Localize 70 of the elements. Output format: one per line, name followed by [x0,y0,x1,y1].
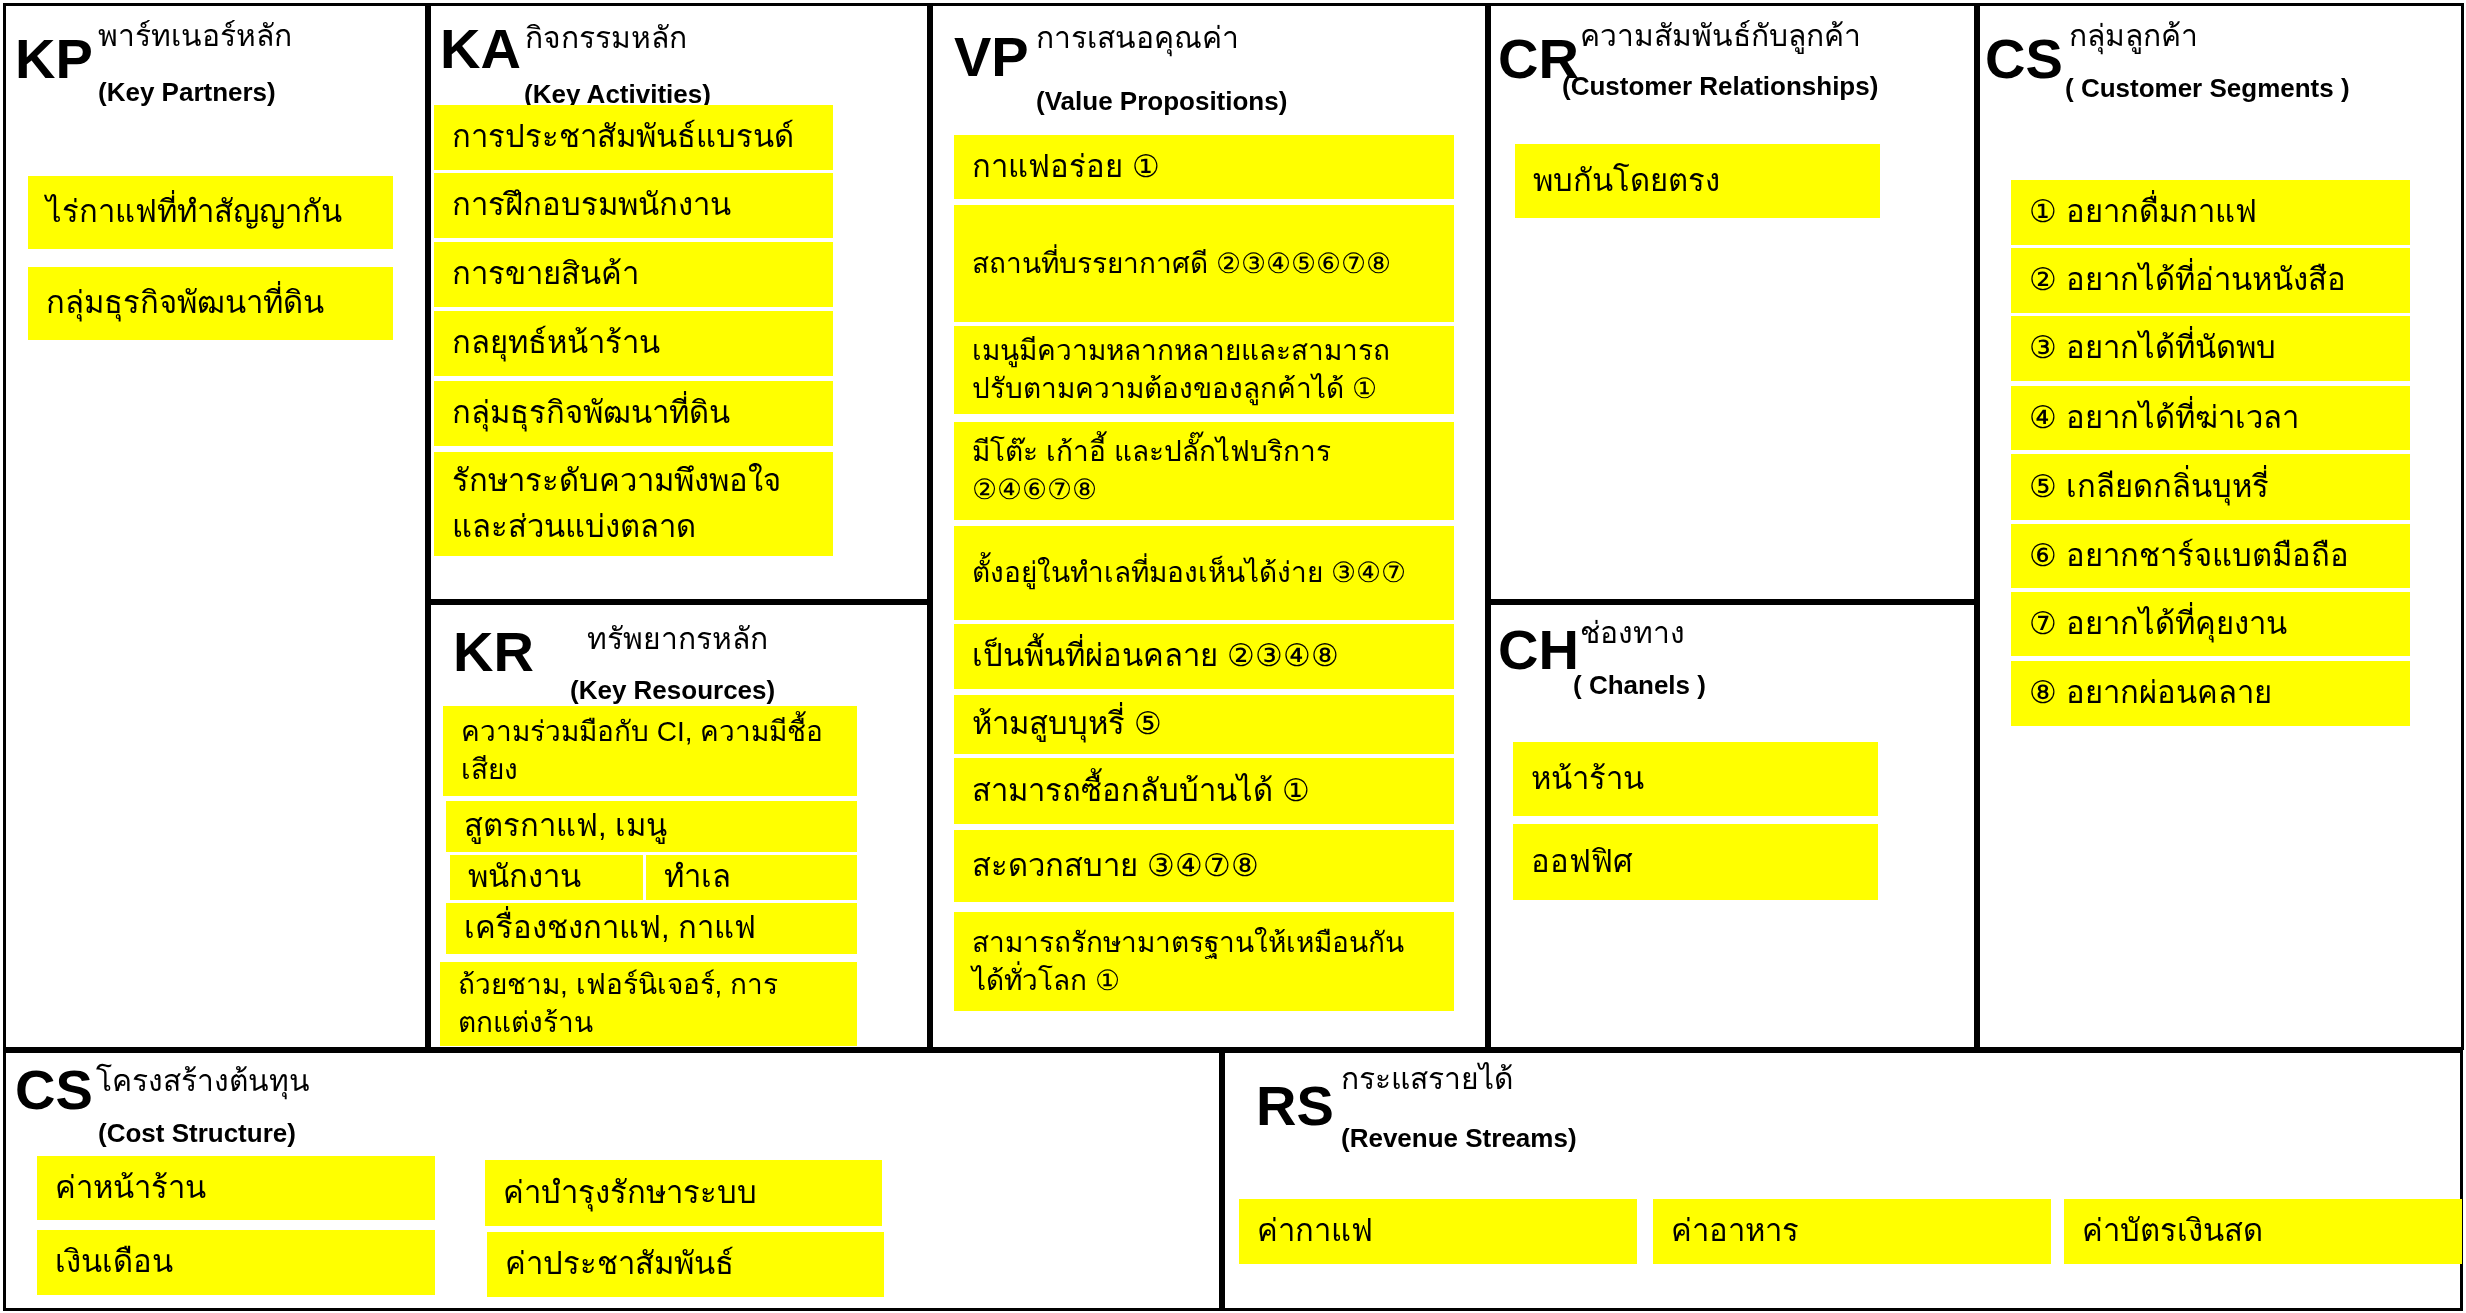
section-code: CS [15,1062,93,1118]
canvas-section [1488,3,1977,602]
note-box: สามารถรักษามาตรฐานให้เหมือนกัน ได้ทั่วโลก ① [954,912,1454,1011]
canvas-section [1222,1050,2463,1311]
section-title: ช่องทาง [1580,618,1685,648]
canvas-section [1488,602,1977,1050]
note-box: ค่ากาแฟ [1239,1199,1637,1264]
note-box: ค่าบัตรเงินสด [2064,1199,2462,1264]
note-box: พนักงาน [450,855,643,900]
section-subtitle: ( Chanels ) [1573,672,1706,698]
note-box: ถ้วยชาม, เฟอร์นิเจอร์, การตกแต่งร้าน [440,962,857,1046]
note-box: ความร่วมมือกับ CI, ความมีชื้อเสียง [443,706,857,796]
section-subtitle: (Key Resources) [570,677,776,703]
note-box: พบกันโดยตรง [1515,144,1880,218]
section-subtitle: ( Customer Segments ) [2065,75,2350,101]
section-subtitle: (Cost Structure) [98,1120,296,1146]
note-box: ⑤ เกลียดกลิ่นบุหรี่ [2011,454,2410,520]
section-title: กระแสรายได้ [1341,1064,1513,1094]
note-box: มีโต๊ะ เก้าอี้ และปลั๊กไฟบริการ ②④⑥⑦⑧ [954,422,1454,520]
note-box: การประชาสัมพันธ์แบรนด์ [434,105,833,170]
note-box: สะดวกสบาย ③④⑦⑧ [954,830,1454,902]
note-box: กลุ่มธุรกิจพัฒนาที่ดิน [28,267,393,340]
note-box: ค่าบำรุงรักษาระบบ [485,1160,882,1226]
note-box: ② อยากได้ที่อ่านหนังสือ [2011,248,2410,313]
note-box: ค่าหน้าร้าน [37,1156,435,1220]
note-box: ⑥ อยากชาร์จแบตมือถือ [2011,524,2410,588]
canvas-section [428,3,930,602]
note-box: กลยุทธ์หน้าร้าน [434,311,833,376]
note-box: ⑧ อยากผ่อนคลาย [2011,661,2410,726]
note-box: การขายสินค้า [434,242,833,307]
note-box: ③ อยากได้ที่นัดพบ [2011,316,2410,381]
note-box: รักษาระดับความพึงพอใจ และส่วนแบ่งตลาด [434,452,833,556]
canvas-section [1977,3,2464,1050]
note-box: สถานที่บรรยากาศดี ②③④⑤⑥⑦⑧ [954,205,1454,322]
section-code: KP [15,31,93,87]
note-box: ① อยากดื่มกาแฟ [2011,180,2410,245]
section-code: KR [453,624,534,680]
canvas-section [930,3,1488,1050]
note-box: ⑦ อยากได้ที่คุยงาน [2011,592,2410,656]
canvas-section [3,1050,1222,1311]
note-box: ตั้งอยู่ในทำเลที่มองเห็นได้ง่าย ③④⑦ [954,526,1454,620]
canvas-section [3,3,428,1050]
canvas-section [428,602,930,1050]
note-box: กาแฟอร่อย ① [954,135,1454,199]
section-subtitle: (Value Propositions) [1036,88,1288,114]
note-box: ออฟฟิศ [1513,824,1878,900]
note-box: เป็นพื้นที่ผ่อนคลาย ②③④⑧ [954,624,1454,689]
note-box: ค่าอาหาร [1653,1199,2051,1264]
section-subtitle: (Revenue Streams) [1341,1125,1577,1151]
note-box: ทำเล [646,855,857,900]
section-title: กิจกรรมหลัก [525,23,687,53]
section-title: พาร์ทเนอร์หลัก [98,21,292,51]
note-box: ไร่กาแฟที่ทำสัญญากัน [28,176,393,249]
note-box: เงินเดือน [37,1230,435,1295]
note-box: เครื่องชงกาแฟ, กาแฟ [446,903,857,954]
note-box: สูตรกาแฟ, เมนู [446,801,857,852]
section-code: RS [1256,1078,1334,1134]
note-box: ④ อยากได้ที่ฆ่าเวลา [2011,386,2410,450]
note-box: ห้ามสูบบุหรี่ ⑤ [954,695,1454,754]
section-title: ทรัพยากรหลัก [587,624,768,654]
note-box: สามารถซื้อกลับบ้านได้ ① [954,758,1454,824]
note-box: ค่าประชาสัมพันธ์ [487,1232,884,1297]
note-box: กลุ่มธุรกิจพัฒนาที่ดิน [434,381,833,446]
note-box: การฝึกอบรมพนักงาน [434,173,833,238]
section-subtitle: (Key Partners) [98,79,276,105]
section-code: VP [954,29,1029,85]
section-code: CS [1985,31,2063,87]
note-box: หน้าร้าน [1513,742,1878,816]
section-code: KA [440,21,521,77]
note-box: เมนูมีความหลากหลายและสามารถ ปรับตามความต้องของลูกค้าได้ ① [954,326,1454,414]
